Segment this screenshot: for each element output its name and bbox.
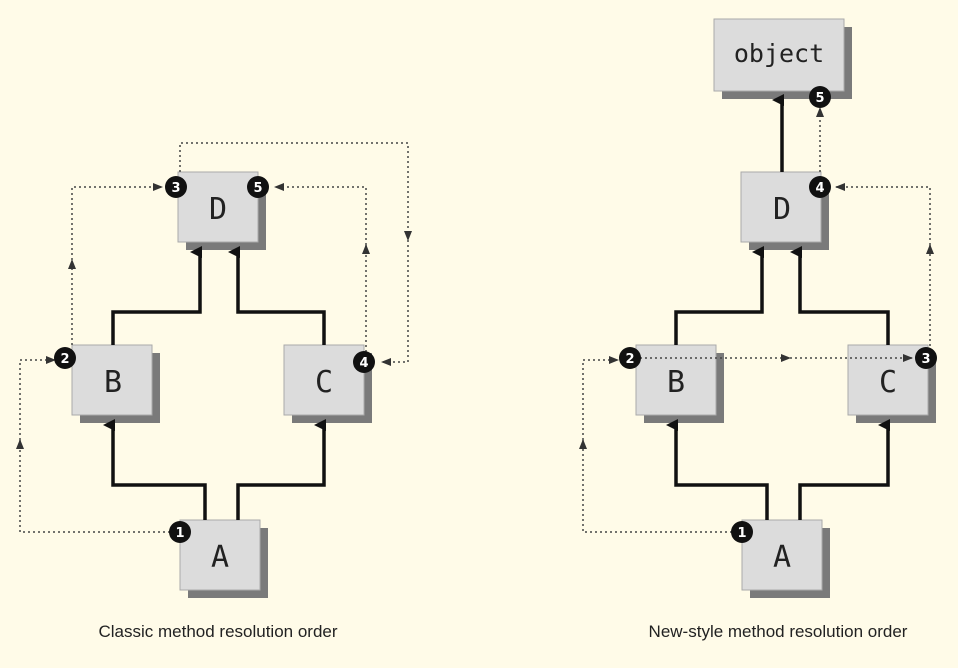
step-badge-5: 5	[247, 176, 269, 198]
node-object: object	[713, 18, 852, 99]
svg-text:2: 2	[60, 352, 69, 367]
node-b: B	[635, 344, 724, 423]
node-b-label: B	[104, 365, 122, 400]
node-object-label: object	[734, 39, 824, 68]
arrow-c-to-d	[790, 246, 890, 345]
node-a: A	[741, 519, 830, 598]
node-b: B	[71, 344, 160, 423]
arrow-b-to-d	[111, 246, 202, 345]
arrow-a-to-c	[798, 419, 890, 520]
node-b-label: B	[667, 365, 685, 400]
node-c: C	[283, 344, 372, 423]
path-3-to-4-upper	[835, 183, 931, 245]
node-a-label: A	[211, 540, 229, 575]
path-1-to-2-lower	[579, 439, 732, 533]
svg-text:3: 3	[921, 352, 930, 367]
node-d-label: D	[773, 192, 791, 227]
svg-text:5: 5	[815, 91, 824, 106]
arrow-c-to-d	[228, 246, 326, 345]
arrow-b-to-d	[674, 246, 764, 345]
node-c-label: C	[879, 365, 897, 400]
classic-mro-diagram: D B C A 1	[16, 142, 412, 641]
node-a-label: A	[773, 540, 791, 575]
path-3-to-4-lower	[381, 240, 409, 366]
step-badge-4: 4	[353, 351, 375, 373]
svg-text:4: 4	[815, 181, 824, 196]
caption-new-style-mro: New-style method resolution order	[649, 622, 908, 641]
svg-text:1: 1	[737, 526, 746, 541]
step-badge-1: 1	[169, 521, 191, 543]
node-c-label: C	[315, 365, 333, 400]
arrow-a-to-b	[103, 419, 207, 520]
node-a: A	[179, 519, 268, 598]
path-4-to-5-upper	[274, 183, 367, 245]
arrow-a-to-b	[666, 419, 769, 520]
step-badge-3: 3	[915, 347, 937, 369]
svg-text:3: 3	[171, 181, 180, 196]
step-badge-3: 3	[165, 176, 187, 198]
new-style-mro-diagram: object D B C A	[579, 18, 937, 641]
step-badge-2: 2	[54, 347, 76, 369]
path-1-to-2-lower	[16, 439, 170, 533]
step-badge-4: 4	[809, 176, 831, 198]
svg-text:2: 2	[625, 352, 634, 367]
arrow-a-to-c	[236, 419, 326, 520]
svg-text:5: 5	[253, 181, 262, 196]
step-badge-2: 2	[619, 347, 641, 369]
path-1-to-2-upper	[582, 356, 619, 440]
svg-text:4: 4	[359, 356, 368, 371]
step-badge-1: 1	[731, 521, 753, 543]
node-d-label: D	[209, 192, 227, 227]
caption-classic-mro: Classic method resolution order	[98, 622, 337, 641]
path-2-to-3-upper	[71, 183, 163, 260]
svg-text:1: 1	[175, 526, 184, 541]
path-3-to-4-upper	[179, 142, 412, 241]
node-c: C	[847, 344, 936, 423]
step-badge-5: 5	[809, 86, 831, 108]
path-1-to-2-upper	[19, 356, 56, 440]
